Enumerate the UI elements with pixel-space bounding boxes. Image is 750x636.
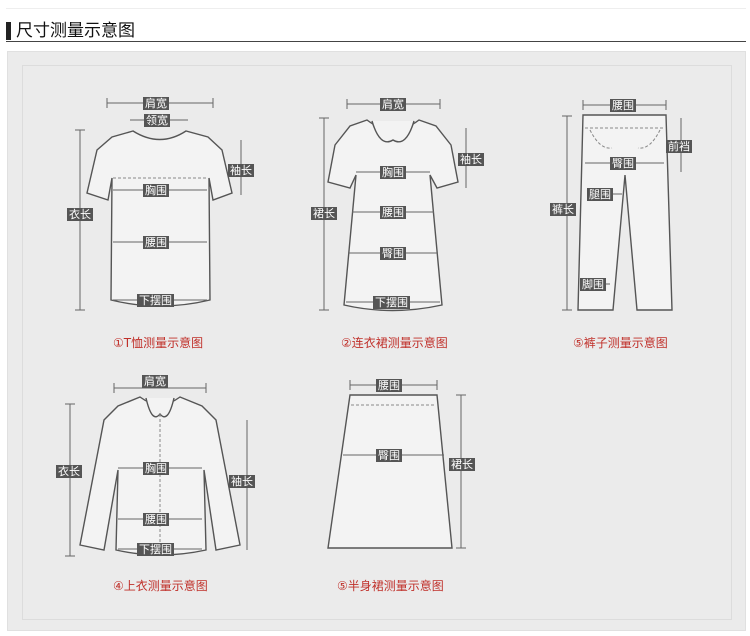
dress-hip-label: 臀围 bbox=[380, 247, 406, 260]
tshirt-sleeve-label: 袖长 bbox=[228, 164, 254, 177]
top-sleeve-label: 袖长 bbox=[229, 475, 255, 488]
tshirt-chest-label: 胸围 bbox=[143, 184, 169, 197]
skirt-hip-label: 臀围 bbox=[376, 449, 402, 462]
title-underline bbox=[6, 41, 746, 42]
tshirt-length-label: 衣长 bbox=[67, 208, 93, 221]
page-title: 尺寸测量示意图 bbox=[16, 21, 135, 41]
dress-outline bbox=[319, 99, 467, 312]
tshirt-waist-label: 腰围 bbox=[143, 236, 169, 249]
top-length-label: 衣长 bbox=[56, 465, 82, 478]
dress-waist-label: 腰围 bbox=[380, 206, 406, 219]
pants-caption: ⑤裤子测量示意图 bbox=[573, 336, 668, 350]
pants-leg-opening-label: 脚围 bbox=[580, 278, 606, 291]
dress-caption: ②连衣裙测量示意图 bbox=[341, 336, 448, 350]
pants-waist-label: 腰围 bbox=[610, 99, 636, 112]
skirt-outline bbox=[327, 380, 466, 549]
top-waist-label: 腰围 bbox=[143, 513, 169, 526]
skirt-length-label: 裙长 bbox=[449, 458, 475, 471]
pants-thigh-label: 腿围 bbox=[587, 188, 613, 201]
title-bar-marker bbox=[6, 22, 11, 40]
pants-length-label: 裤长 bbox=[550, 203, 576, 216]
tshirt-outline bbox=[75, 98, 242, 311]
tshirt-caption: ①T恤测量示意图 bbox=[113, 336, 204, 350]
pants-rise-label: 前裆 bbox=[666, 140, 692, 153]
skirt-caption: ⑤半身裙测量示意图 bbox=[337, 579, 444, 593]
dress-length-label: 裙长 bbox=[311, 207, 337, 220]
top-shoulder-label: 肩宽 bbox=[142, 375, 168, 388]
tshirt-hem-label: 下摆围 bbox=[137, 294, 174, 307]
dress-hem-label: 下摆围 bbox=[373, 296, 410, 309]
top-outline bbox=[65, 383, 248, 557]
tshirt-shoulder-label: 肩宽 bbox=[143, 97, 169, 110]
tshirt-neck-label: 领宽 bbox=[144, 114, 170, 127]
skirt-waist-label: 腰围 bbox=[376, 379, 402, 392]
dress-chest-label: 胸围 bbox=[380, 166, 406, 179]
top-divider bbox=[6, 8, 746, 9]
pants-hip-label: 臀围 bbox=[610, 157, 636, 170]
dress-shoulder-label: 肩宽 bbox=[380, 98, 406, 111]
section-header: 尺寸测量示意图 bbox=[0, 0, 750, 46]
top-hem-label: 下摆围 bbox=[137, 543, 174, 556]
top-chest-label: 胸围 bbox=[143, 462, 169, 475]
diagram-frame bbox=[22, 65, 732, 620]
dress-sleeve-label: 袖长 bbox=[458, 153, 484, 166]
top-caption: ④上衣测量示意图 bbox=[113, 579, 208, 593]
